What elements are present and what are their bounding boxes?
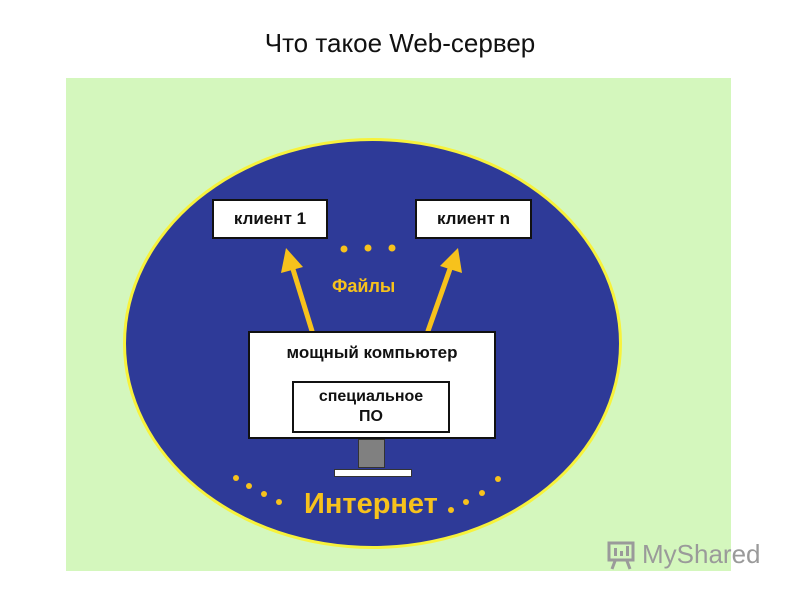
watermark: MyShared: [606, 538, 761, 570]
watermark-text: MyShared: [642, 538, 761, 569]
software-box: специальное ПО: [292, 381, 450, 433]
arrow-to-client-1: [281, 248, 315, 334]
ellipsis-bottom-left: [233, 475, 282, 505]
ellipsis-top: [340, 244, 396, 253]
client-1-box: клиент 1: [212, 199, 328, 239]
slide-title: Что такое Web-сервер: [264, 28, 536, 58]
monitor-stand-neck: [358, 439, 385, 468]
files-label: Файлы: [332, 276, 396, 296]
software-label-line1: специальное: [318, 388, 424, 405]
diagram-panel: клиент 1 клиент n Файлы мощный компьютер…: [66, 78, 731, 571]
ellipsis-bottom-right: [448, 476, 501, 513]
presentation-board-icon: [607, 541, 635, 570]
arrows-layer: [233, 244, 501, 513]
arrow-to-client-n: [425, 248, 462, 334]
client-n-box: клиент n: [415, 199, 532, 239]
monitor-stand-base: [334, 469, 412, 477]
internet-label: Интернет: [304, 488, 438, 520]
computer-label: мощный компьютер: [286, 343, 458, 362]
software-label-line2: ПО: [359, 408, 383, 425]
